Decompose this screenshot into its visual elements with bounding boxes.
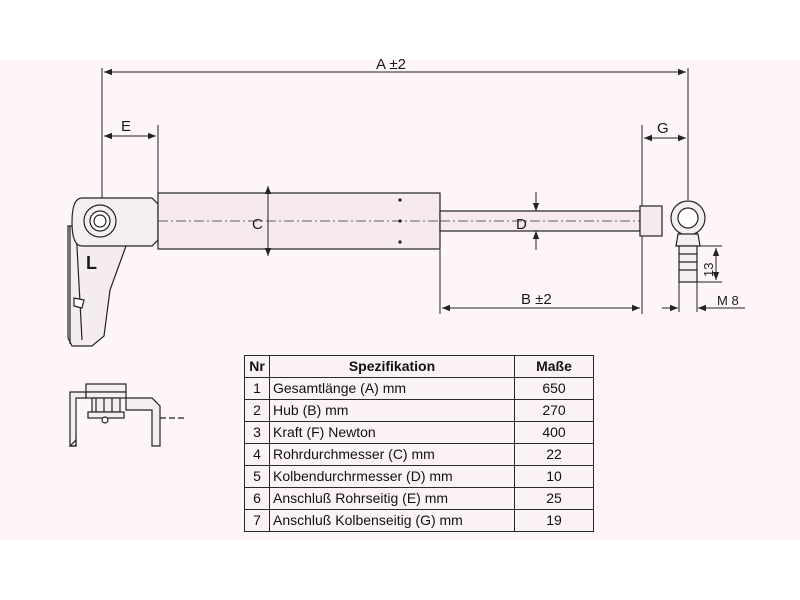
- row-nr: 4: [244, 443, 270, 466]
- specification-table: Nr Spezifikation Maße 1 Gesamtlänge (A) …: [244, 355, 594, 532]
- dimension-b-label: B ±2: [521, 291, 552, 308]
- row-nr: 5: [244, 465, 270, 488]
- dimension-g-label: G: [657, 120, 669, 137]
- header-spezifikation: Spezifikation: [269, 355, 515, 378]
- thread-length-label: 13: [701, 263, 716, 277]
- bracket-top-view: [68, 383, 184, 447]
- row-value: 22: [514, 443, 594, 466]
- row-nr: 3: [244, 421, 270, 444]
- thread-label: M 8: [717, 293, 739, 308]
- dimension-d-label: D: [516, 216, 527, 233]
- right-ball-joint: [670, 200, 706, 283]
- cylinder-tube: [157, 192, 441, 250]
- row-spec: Rohrdurchmesser (C) mm: [269, 443, 515, 466]
- header-masse: Maße: [514, 355, 594, 378]
- row-spec: Hub (B) mm: [269, 399, 515, 422]
- row-value: 400: [514, 421, 594, 444]
- dimension-c-label: C: [252, 216, 263, 233]
- table-row: 5 Kolbendurchrmesser (D) mm 10: [244, 465, 594, 488]
- row-nr: 1: [244, 377, 270, 400]
- table-row: 6 Anschluß Rohrseitig (E) mm 25: [244, 487, 594, 510]
- row-value: 650: [514, 377, 594, 400]
- dimension-g: [641, 125, 686, 210]
- dimension-thread: [662, 282, 745, 312]
- table-row: 4 Rohrdurchmesser (C) mm 22: [244, 443, 594, 466]
- row-value: 25: [514, 487, 594, 510]
- row-value: 270: [514, 399, 594, 422]
- row-value: 10: [514, 465, 594, 488]
- row-nr: 2: [244, 399, 270, 422]
- row-spec: Kolbendurchrmesser (D) mm: [269, 465, 515, 488]
- row-spec: Anschluß Rohrseitig (E) mm: [269, 487, 515, 510]
- dimension-e-label: E: [121, 118, 131, 135]
- row-value: 19: [514, 509, 594, 532]
- table-header-row: Nr Spezifikation Maße: [244, 355, 594, 378]
- dimension-a: [101, 68, 689, 200]
- dimension-thread-length: [697, 245, 722, 283]
- dimension-l-label: L: [86, 253, 97, 273]
- dimension-a-label: A ±2: [376, 56, 406, 73]
- dimension-b: [439, 236, 643, 314]
- row-spec: Gesamtlänge (A) mm: [269, 377, 515, 400]
- table-row: 2 Hub (B) mm 270: [244, 399, 594, 422]
- row-spec: Anschluß Kolbenseitig (G) mm: [269, 509, 515, 532]
- left-eye: [71, 197, 159, 247]
- piston-rod: [439, 205, 663, 237]
- row-spec: Kraft (F) Newton: [269, 421, 515, 444]
- table-row: 3 Kraft (F) Newton 400: [244, 421, 594, 444]
- header-nr: Nr: [244, 355, 270, 378]
- table-row: 7 Anschluß Kolbenseitig (G) mm 19: [244, 509, 594, 532]
- row-nr: 7: [244, 509, 270, 532]
- table-row: 1 Gesamtlänge (A) mm 650: [244, 377, 594, 400]
- dimension-e: [104, 125, 159, 200]
- row-nr: 6: [244, 487, 270, 510]
